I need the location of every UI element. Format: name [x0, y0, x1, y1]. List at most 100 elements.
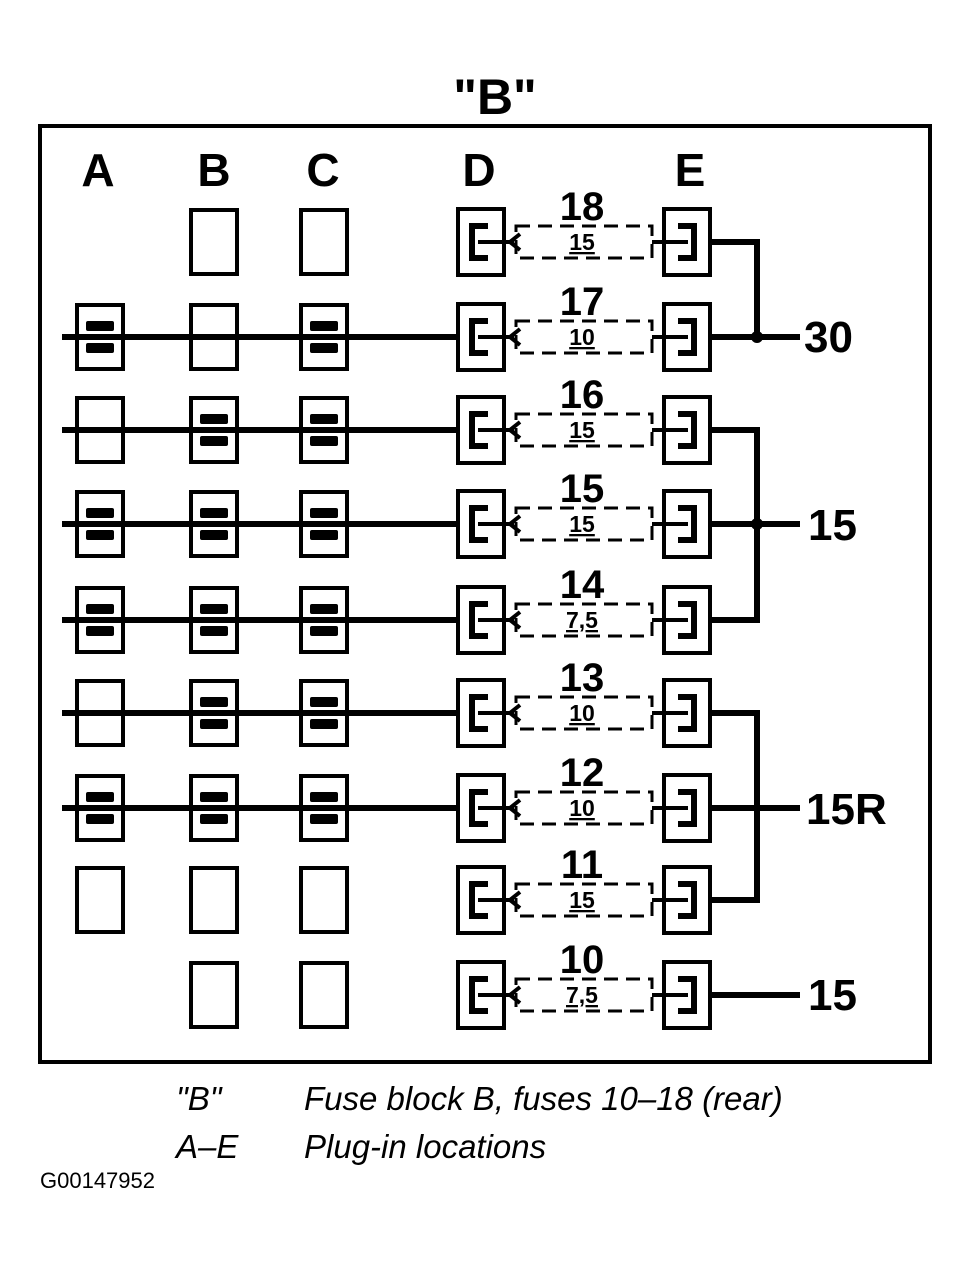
fuse-row: 147,5: [62, 563, 712, 655]
fuse[interactable]: [514, 882, 654, 918]
socket-b[interactable]: [189, 961, 239, 1029]
column-header-e: E: [675, 144, 706, 196]
fuse[interactable]: [514, 319, 654, 355]
terminal-e-icon: [678, 881, 697, 919]
plug-contact: [310, 508, 338, 518]
fuse[interactable]: [514, 412, 654, 448]
terminal-d-icon: [469, 881, 488, 919]
fuse-number: 10: [560, 938, 605, 982]
terminal-d-icon: [469, 411, 488, 449]
amp-backdrop: [560, 512, 604, 536]
fuse-number: 12: [560, 751, 605, 795]
fuse-amperage: 10: [569, 795, 595, 821]
socket-c[interactable]: [299, 208, 349, 276]
terminal-label-15: 15: [808, 501, 857, 550]
column-header-b: B: [197, 144, 230, 196]
terminal-d-icon: [469, 789, 488, 827]
fuse[interactable]: [514, 602, 654, 638]
image-code: G00147952: [40, 1168, 155, 1193]
fuse-number: 17: [560, 280, 605, 324]
fuse-amperage: 7,5: [566, 607, 598, 633]
plug-contact: [310, 792, 338, 802]
fuse-amperage: 15: [569, 887, 595, 913]
plug-contact: [86, 626, 114, 636]
plug-contact: [200, 697, 228, 707]
plug-contact: [86, 814, 114, 824]
fuse-number: 15: [560, 467, 605, 511]
fuse-row: 107,5: [189, 938, 712, 1030]
terminal-e-icon: [678, 789, 697, 827]
plug-contact: [200, 792, 228, 802]
column-header-c: C: [306, 144, 339, 196]
terminal-d-icon: [469, 694, 488, 732]
fuse[interactable]: [514, 790, 654, 826]
amp-backdrop: [560, 325, 604, 349]
fuse[interactable]: [514, 224, 654, 260]
terminal-label-15r: 15R: [806, 785, 887, 834]
terminal-e-icon: [678, 505, 697, 543]
fuse-amperage: 7,5: [566, 982, 598, 1008]
plug-contact: [200, 436, 228, 446]
column-header-d: D: [462, 144, 495, 196]
legend-key-2: A–E: [176, 1128, 239, 1165]
fuse-number: 16: [560, 373, 605, 417]
plug-contact: [310, 414, 338, 424]
plug-contact: [200, 508, 228, 518]
amp-backdrop: [560, 418, 604, 442]
terminal-e-icon: [678, 601, 697, 639]
terminal-d-icon: [469, 318, 488, 356]
terminal-e-icon: [678, 976, 697, 1014]
plug-contact: [86, 530, 114, 540]
terminal-label-15-lower: 15: [808, 971, 857, 1020]
socket-c[interactable]: [299, 866, 349, 934]
amp-backdrop: [560, 230, 604, 254]
plug-contact: [310, 604, 338, 614]
plug-contact: [86, 343, 114, 353]
socket-a[interactable]: [75, 866, 125, 934]
plug-contact: [86, 508, 114, 518]
plug-contact: [310, 814, 338, 824]
fuse[interactable]: [514, 977, 654, 1013]
legend-key-1: "B": [176, 1080, 222, 1117]
fuse-block-frame: [38, 124, 932, 1064]
amp-backdrop: [560, 983, 604, 1007]
plug-contact: [200, 530, 228, 540]
fuse-number: 13: [560, 656, 605, 700]
fuse-amperage: 15: [569, 511, 595, 537]
socket-c[interactable]: [299, 961, 349, 1029]
bus-15r: [708, 710, 800, 903]
fuse[interactable]: [514, 695, 654, 731]
terminal-d-icon: [469, 601, 488, 639]
plug-contact: [200, 814, 228, 824]
plug-contact: [310, 719, 338, 729]
bus-30: [708, 239, 800, 343]
fuse-amperage: 15: [569, 229, 595, 255]
terminal-e-icon: [678, 318, 697, 356]
plug-contact: [310, 436, 338, 446]
plug-contact: [200, 626, 228, 636]
plug-contact: [310, 530, 338, 540]
terminal-d-icon: [469, 223, 488, 261]
terminal-d-icon: [469, 976, 488, 1014]
plug-contact: [200, 719, 228, 729]
amp-backdrop: [560, 888, 604, 912]
socket-b[interactable]: [189, 208, 239, 276]
legend-text-2: Plug-in locations: [304, 1128, 547, 1165]
legend-text-1: Fuse block B, fuses 10–18 (rear): [304, 1080, 783, 1117]
plug-contact: [86, 604, 114, 614]
terminal-e-icon: [678, 223, 697, 261]
fuse-amperage: 15: [569, 417, 595, 443]
plug-contact: [310, 343, 338, 353]
plug-contact: [200, 604, 228, 614]
socket-b[interactable]: [189, 866, 239, 934]
fuse-number: 18: [560, 185, 605, 229]
fuse[interactable]: [514, 506, 654, 542]
